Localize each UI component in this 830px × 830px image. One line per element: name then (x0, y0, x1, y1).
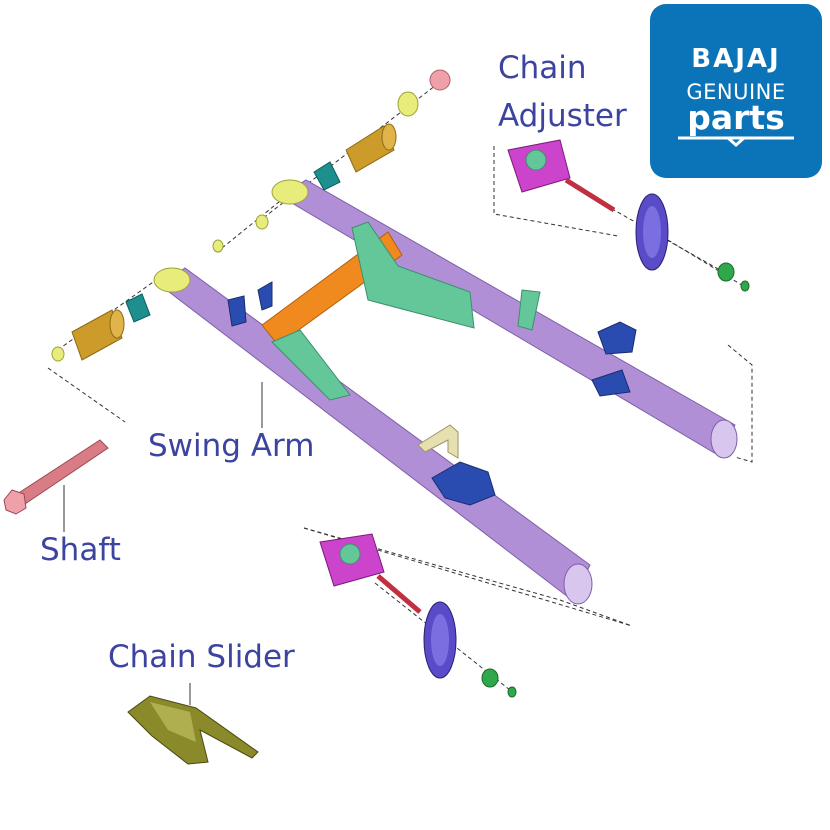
chain-adjuster-top (507, 139, 750, 292)
shaft-label: Shaft (40, 532, 121, 568)
left-arm-end (563, 563, 593, 605)
chain-guard-bracket (417, 424, 459, 459)
adjuster-bolt-bottom (376, 574, 422, 614)
shaft-bolt (3, 439, 109, 515)
adjuster-nut-bottom (481, 668, 499, 688)
chain-adjuster-bottom (319, 533, 517, 698)
washer-left-outer (51, 346, 65, 362)
arm-brackets (227, 281, 637, 506)
chain-slider (127, 695, 259, 765)
mount-bracket-2 (597, 321, 637, 355)
logo-genuine: GENUINE (686, 80, 786, 104)
adjuster-nut-top (717, 262, 735, 282)
gusset-upper (351, 221, 475, 329)
chain-adjuster-label-line1: Chain (498, 50, 587, 86)
nut-pink (429, 69, 451, 91)
right-arm-end (710, 419, 738, 459)
swing-arm-label: Swing Arm (148, 428, 315, 464)
logo-parts: parts (687, 98, 785, 137)
chain-adjuster-label: Chain Adjuster (498, 44, 627, 140)
mount-bracket-4 (227, 295, 247, 327)
shaft-rod (13, 439, 109, 507)
logo-underline (678, 136, 794, 147)
washer-right-1 (255, 214, 269, 230)
adjuster-bolt-top (564, 177, 616, 213)
label-pointers (63, 382, 263, 705)
mount-bracket-3 (591, 369, 631, 397)
gusset-lower (271, 329, 351, 401)
pivot-boss-right (271, 179, 309, 205)
clip-green (517, 289, 541, 331)
chain-adjuster-label-line2: Adjuster (498, 98, 627, 134)
washer-right-2 (397, 91, 419, 117)
mount-bracket-5 (257, 281, 273, 311)
pivot-stack-left (51, 239, 224, 362)
shaft-head (3, 489, 27, 515)
bajaj-genuine-parts-logo: BAJAJ GENUINE parts (650, 4, 822, 178)
pivot-stack-right (255, 69, 451, 230)
pivot-boss-left (153, 267, 191, 293)
spacer-right (313, 161, 341, 191)
spacer-left (125, 293, 151, 323)
bushing-left (71, 309, 123, 361)
mount-bracket-1 (431, 461, 496, 506)
logo-brand: BAJAJ (691, 44, 781, 74)
washer-left-inner (212, 239, 224, 253)
chain-slider-label: Chain Slider (108, 639, 295, 675)
